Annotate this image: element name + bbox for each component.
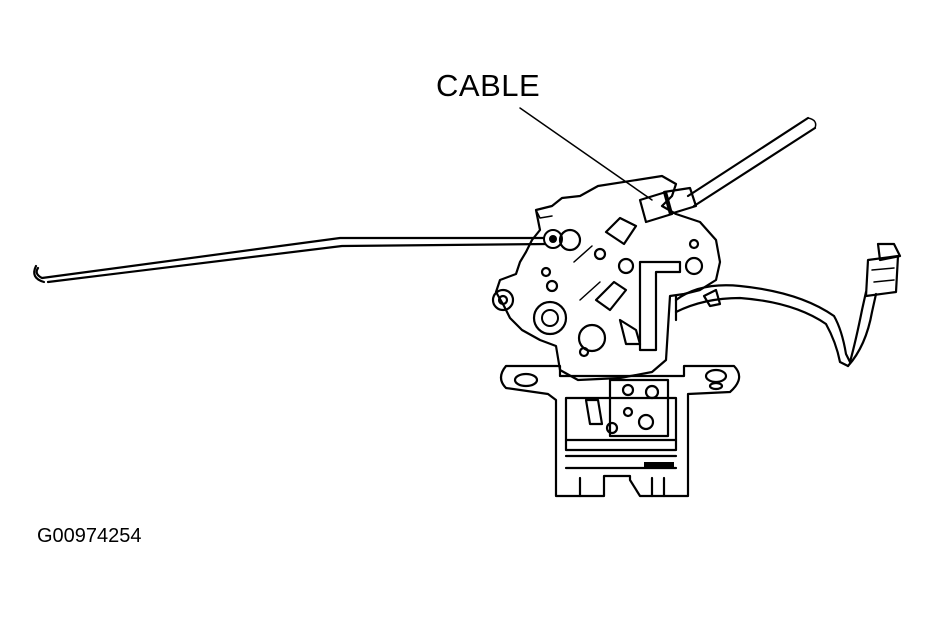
figure-id: G00974254 [37,525,142,547]
cable-callout-label: CABLE [436,68,541,103]
callout-leader [519,107,653,201]
wire-harness [674,284,878,368]
cable [638,116,817,224]
latch-assembly [491,174,722,382]
lower-housing [499,364,741,498]
release-rod [33,236,554,284]
connector [864,242,902,298]
